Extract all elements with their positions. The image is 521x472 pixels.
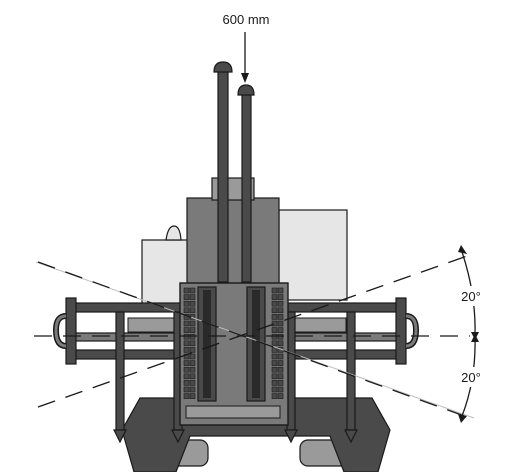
grip-cell [183, 287, 190, 294]
grip-cell [189, 393, 196, 399]
panel-footer-bar [185, 405, 281, 419]
grip-cell [189, 347, 196, 353]
grip-cell [277, 393, 284, 399]
grip-cell [271, 300, 278, 307]
control-panel [179, 282, 289, 426]
grip-cell [277, 327, 284, 333]
grip-cell [183, 360, 190, 366]
left-rod-cap [213, 61, 233, 73]
grip-cell [271, 314, 278, 320]
tilt-up-label: 20° [461, 289, 481, 304]
mast-rods [213, 61, 255, 283]
lower-arc-arrow-top [471, 334, 479, 342]
grip-cell [277, 333, 284, 340]
grip-cell [271, 320, 278, 327]
grip-cell [183, 386, 190, 393]
tilt-down-label: 20° [461, 370, 481, 385]
grip-cell [189, 373, 196, 380]
grip-cell [189, 353, 196, 360]
right-rod [241, 92, 252, 283]
grip-cell [189, 320, 196, 327]
grip-cell [189, 380, 196, 386]
lower-arc-arrow-bottom [458, 414, 467, 423]
grip-cell [271, 347, 278, 353]
leg-outer-left [113, 311, 127, 444]
grip-cell [277, 287, 284, 294]
grip-cell [189, 294, 196, 300]
grip-cell [183, 347, 190, 353]
grip-cell [189, 340, 196, 347]
grip-cell [189, 300, 196, 307]
grip-cell [277, 314, 284, 320]
right-cabinet [278, 209, 348, 301]
grip-cell [277, 294, 284, 300]
grip-cell [277, 373, 284, 380]
grip-cell [271, 327, 278, 333]
extension-callout: 600 mm [223, 12, 270, 83]
angle-lines [34, 254, 471, 419]
grip-cell [183, 300, 190, 307]
grip-cell [183, 373, 190, 380]
grip-cell [271, 360, 278, 366]
grip-cell [271, 386, 278, 393]
grip-cell [277, 300, 284, 307]
left-rod [217, 69, 229, 283]
extension-arrow-head [241, 73, 249, 83]
grip-cell [271, 380, 278, 386]
grip-cell [277, 340, 284, 347]
grip-cell [277, 386, 284, 393]
grip-cell [271, 333, 278, 340]
grip-cell [277, 307, 284, 314]
tank-cap [165, 225, 182, 241]
grip-cell [183, 353, 190, 360]
grip-cell [189, 360, 196, 366]
grip-cell [183, 393, 190, 399]
leg-outer-right [344, 311, 358, 444]
grip-cell [183, 333, 190, 340]
grip-cell [183, 294, 190, 300]
grip-cell [277, 353, 284, 360]
grip-cell [183, 327, 190, 333]
panel-grip-right [271, 287, 284, 399]
grip-cell [271, 294, 278, 300]
grip-cell [183, 380, 190, 386]
right-end-post [395, 297, 407, 365]
tower-body [186, 197, 280, 299]
panel-grip-left [183, 287, 196, 399]
background-equipment [141, 209, 348, 307]
grip-cell [277, 380, 284, 386]
grip-cell [189, 386, 196, 393]
grip-cell [277, 366, 284, 373]
grip-cell [271, 307, 278, 314]
grip-cell [271, 353, 278, 360]
grip-cell [271, 340, 278, 347]
grip-cell [183, 340, 190, 347]
grip-cell [271, 366, 278, 373]
grip-cell [277, 360, 284, 366]
grip-cell [189, 307, 196, 314]
grip-cell [189, 287, 196, 294]
grip-cell [183, 366, 190, 373]
grip-cell [183, 307, 190, 314]
grip-cell [189, 327, 196, 333]
extension-label: 600 mm [223, 12, 270, 27]
angle-callout: 20° 20° [455, 245, 489, 423]
right-beam-block [287, 317, 347, 333]
tilt-up-line [37, 254, 471, 408]
grip-cell [271, 373, 278, 380]
central-tower [186, 177, 280, 299]
grip-cell [271, 393, 278, 399]
grip-cell [189, 366, 196, 373]
grip-cell [189, 333, 196, 340]
upper-arc-arrow-top [458, 245, 467, 254]
tilt-down-line [37, 261, 471, 419]
grip-cell [277, 320, 284, 327]
left-end-post [65, 297, 77, 365]
grip-cell [183, 320, 190, 327]
right-rod-cap [237, 84, 255, 96]
grip-cell [271, 287, 278, 294]
